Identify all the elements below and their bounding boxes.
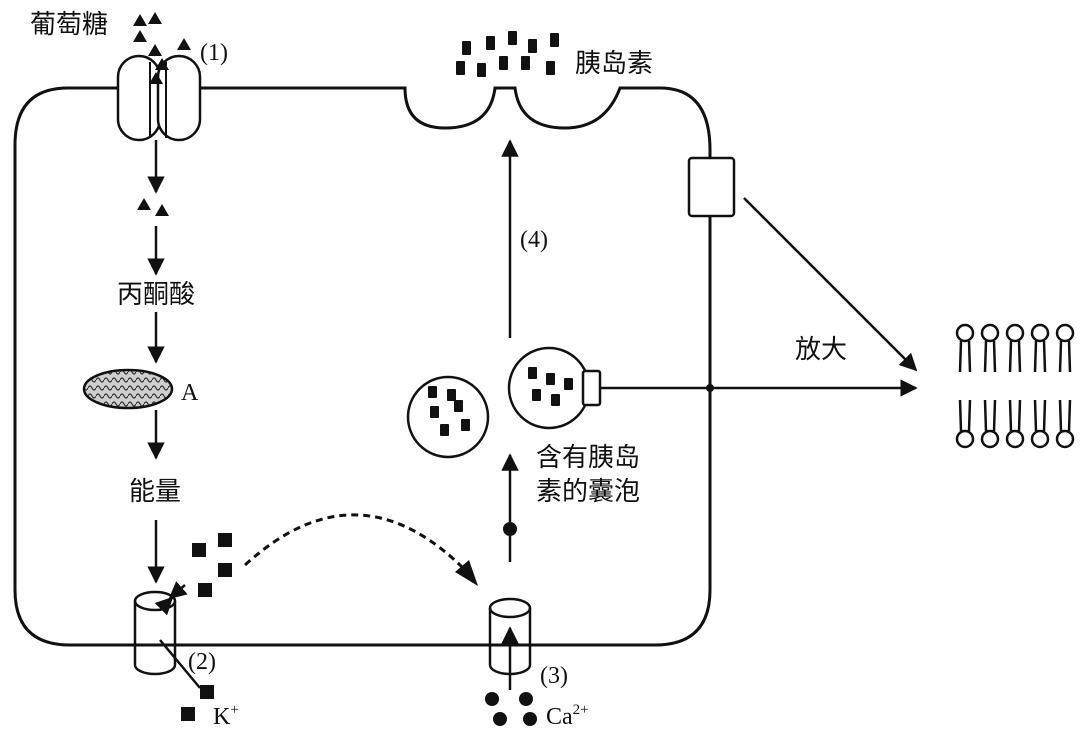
calcium-label: Ca2+ [546,702,589,730]
energy-label: 能量 [129,477,181,507]
mitochondrion [82,368,174,410]
insulin-label: 胰岛素 [575,49,653,79]
step-marker-3: (3) [540,663,568,689]
step-marker-4: (4) [520,227,548,253]
insulin-vesicle-left [406,375,490,459]
effect-arc-arrow [243,513,472,577]
glucose-label: 葡萄糖 [30,10,108,40]
potassium-ions [181,533,232,721]
amplify-label: 放大 [795,335,847,365]
secreted-insulin [456,31,559,77]
insulin-vesicle-fusing [507,346,602,430]
calcium-channel [488,453,532,690]
vesicle-label-line2: 素的囊泡 [536,477,640,507]
mitochondrion-label: A [181,380,199,406]
potassium-channel [133,581,201,689]
glucose-transporter [116,54,202,142]
effect-arc-arrowhead [455,560,478,586]
membrane-crossing-dot [706,384,714,392]
calcium-ions [485,522,537,726]
step-marker-2: (2) [188,649,216,675]
magnify-lines [600,197,918,397]
vesicle-label-line1: 含有胰岛 [536,443,640,473]
cell-membrane [13,86,712,647]
glucose-molecules [133,12,191,216]
pyruvate-label: 丙酮酸 [117,280,195,310]
potassium-label: K+ [213,702,239,730]
phospholipid-bilayer [955,323,1075,449]
step-marker-1: (1) [200,40,228,66]
membrane-protein [687,156,736,218]
